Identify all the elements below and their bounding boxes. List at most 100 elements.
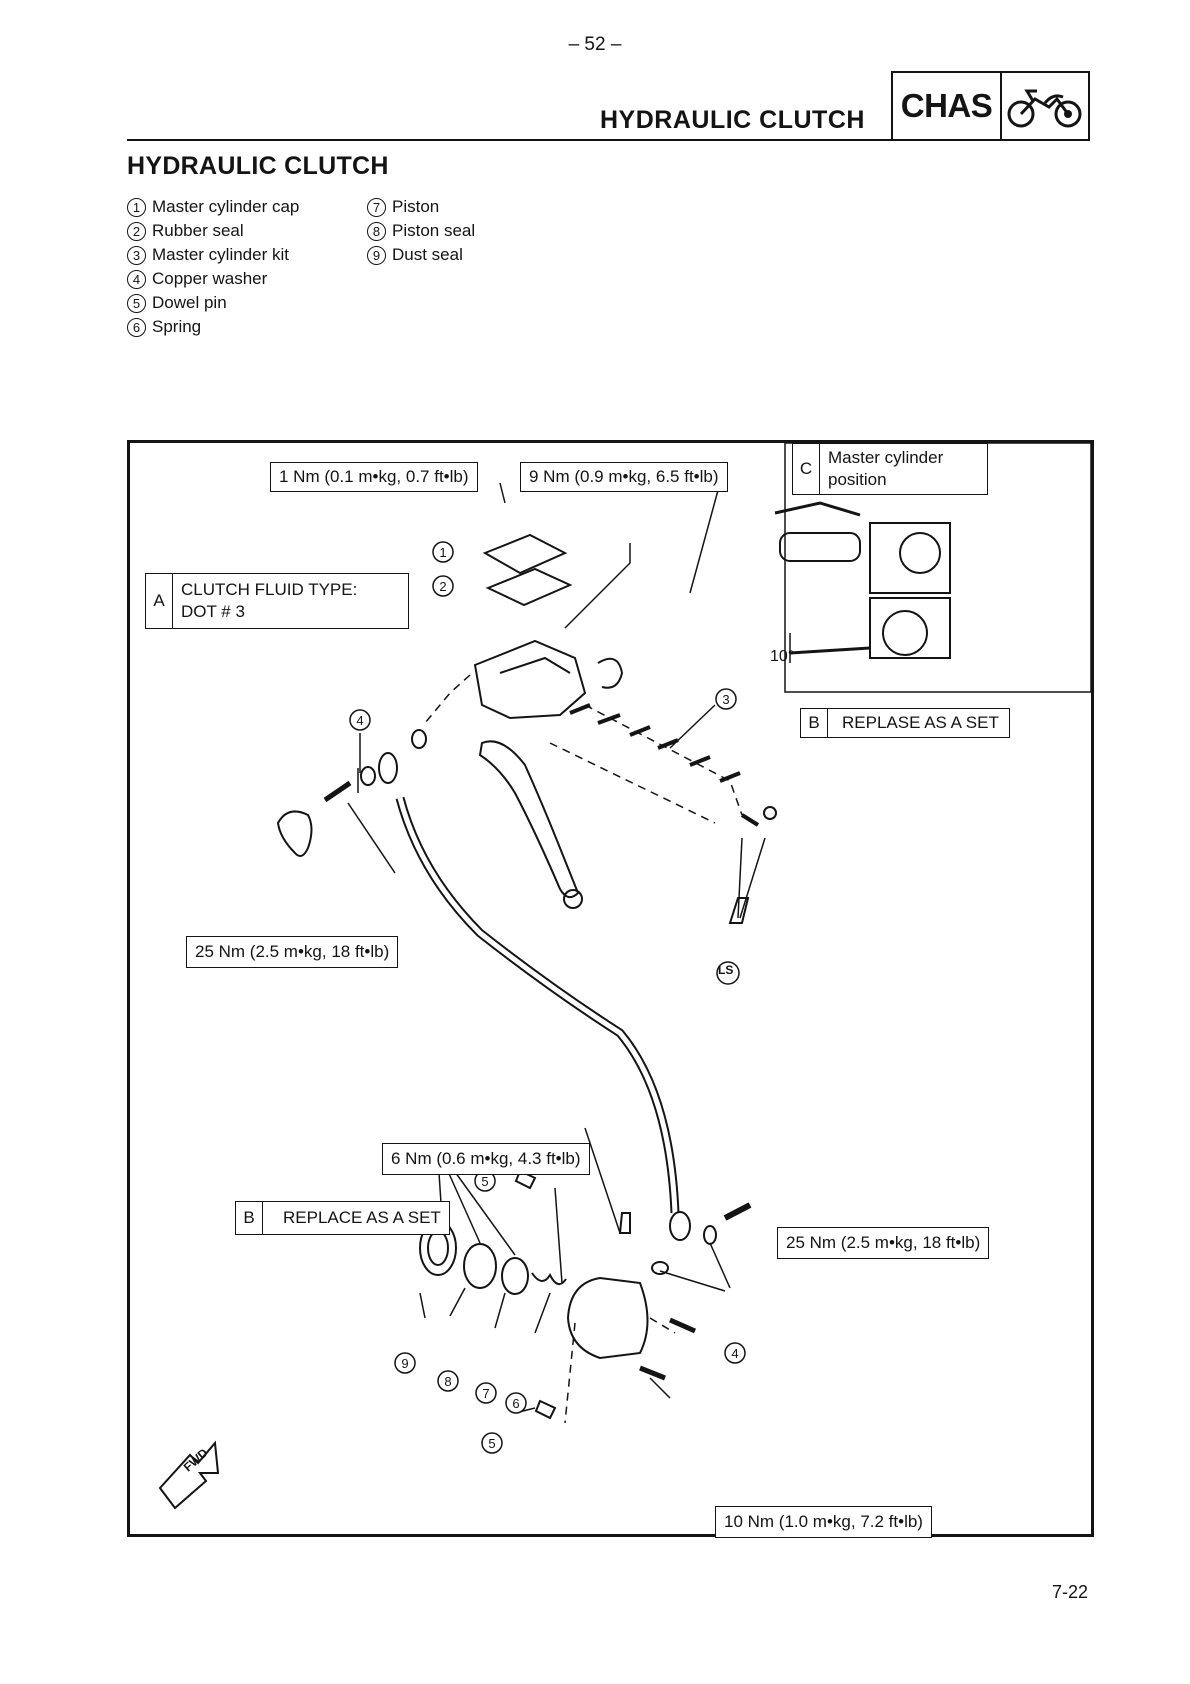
callout-5 — [481, 1432, 503, 1454]
spring — [531, 1272, 567, 1286]
clamp — [597, 657, 624, 689]
note-a: A CLUTCH FLUID TYPE: DOT # 3 — [145, 573, 409, 629]
motorcycle-icon — [1007, 89, 1082, 128]
note-text: REPLASE AS A SET — [842, 713, 999, 732]
legend-item: 9 Dust seal — [367, 243, 475, 267]
fwd-arrow-icon — [158, 1440, 220, 1510]
note-text: Master cylinder position — [828, 448, 944, 489]
svg-text:7: 7 — [482, 1386, 489, 1401]
angle-label: 10° — [770, 648, 795, 665]
master-cylinder-body — [473, 639, 587, 720]
legend-label: Piston — [392, 197, 440, 216]
chas-badge: CHAS — [891, 71, 1090, 141]
legend-label: Spring — [152, 317, 202, 336]
callout-number: 5 — [127, 293, 146, 313]
svg-text:1: 1 — [439, 545, 446, 560]
svg-text:2: 2 — [439, 579, 446, 594]
callout-8 — [437, 1370, 459, 1392]
lubricant-symbol — [716, 961, 740, 985]
lubricant-tube — [728, 897, 750, 924]
legend-label: Dowel pin — [152, 293, 227, 312]
torque-value: 25 Nm (2.5 m•kg, 18 ft•lb) — [786, 1233, 981, 1252]
svg-text:4: 4 — [731, 1346, 738, 1361]
callout-number: 6 — [127, 317, 146, 337]
note-text: REPLACE AS A SET — [283, 1208, 441, 1227]
legend-label: Rubber seal — [152, 221, 244, 240]
page-number: – 52 – — [568, 34, 622, 55]
rubber-seal — [485, 567, 573, 607]
dowel-pin — [514, 1169, 537, 1190]
header-rule — [127, 139, 1090, 141]
legend-label: Master cylinder kit — [152, 245, 289, 264]
callout-6 — [505, 1392, 527, 1414]
torque-value: 9 Nm (0.9 m•kg, 6.5 ft•lb) — [529, 467, 719, 486]
torque-value: 25 Nm (2.5 m•kg, 18 ft•lb) — [195, 942, 390, 961]
legend-item: 2 Rubber seal — [127, 219, 299, 243]
callout-3 — [715, 688, 737, 710]
note-c: C Master cylinder position — [792, 443, 988, 495]
legend-item: 4 Copper washer — [127, 267, 299, 291]
diagram-drawing: 1 2 4 3 5 4 9 8 7 6 5 — [158, 443, 1091, 1510]
legend-left: 1 Master cylinder cap 2 Rubber seal 3 Maste… — [127, 195, 299, 339]
master-cylinder-cap — [482, 533, 568, 575]
svg-text:5: 5 — [488, 1436, 495, 1451]
release-cylinder — [566, 1276, 649, 1360]
legend-item: 6 Spring — [127, 315, 299, 339]
callout-9 — [394, 1352, 416, 1374]
section-title: HYDRAULIC CLUTCH — [127, 152, 389, 180]
svg-text:6: 6 — [512, 1396, 519, 1411]
legend-label: Dust seal — [392, 245, 463, 264]
piston-seal — [463, 1243, 497, 1289]
svg-text:8: 8 — [444, 1374, 451, 1389]
callout-number: 3 — [127, 245, 146, 265]
callout-1 — [432, 541, 454, 563]
fluid-type-label: CLUTCH FLUID TYPE: — [181, 580, 358, 599]
note-tag: B — [801, 709, 828, 737]
legend-item: 1 Master cylinder cap — [127, 195, 299, 219]
note-tag: A — [146, 574, 173, 628]
legend-right: 7 Piston 8 Piston seal 9 Dust seal — [367, 195, 475, 267]
piston — [501, 1257, 529, 1295]
note-b-top: B REPLASE AS A SET — [800, 708, 1010, 738]
legend-item: 7 Piston — [367, 195, 475, 219]
torque-value: 10 Nm (1.0 m•kg, 7.2 ft•lb) — [724, 1512, 923, 1531]
legend-label: Piston seal — [392, 221, 476, 240]
svg-text:9: 9 — [401, 1356, 408, 1371]
bleed-screw — [618, 1212, 631, 1234]
fluid-type-value: DOT # 3 — [181, 602, 245, 621]
torque-bleed-screw: 6 Nm (0.6 m•kg, 4.3 ft•lb) — [382, 1143, 590, 1175]
legend-item: 5 Dowel pin — [127, 291, 299, 315]
legend-item: 3 Master cylinder kit — [127, 243, 299, 267]
callout-4 — [724, 1342, 746, 1364]
lubricant-label: LS — [718, 963, 734, 977]
header-title: HYDRAULIC CLUTCH — [600, 106, 865, 134]
note-tag: C — [793, 444, 820, 494]
torque-union-bolt-bottom: 25 Nm (2.5 m•kg, 18 ft•lb) — [777, 1227, 990, 1259]
callout-7 — [475, 1382, 497, 1404]
exploded-diagram: 1 2 4 3 5 4 9 8 7 6 5 10° LS FWD 1 Nm (0… — [127, 440, 1094, 1538]
legend-item: 8 Piston seal — [367, 219, 475, 243]
torque-clamp-bolt: 9 Nm (0.9 m•kg, 6.5 ft•lb) — [520, 462, 728, 492]
torque-value: 1 Nm (0.1 m•kg, 0.7 ft•lb) — [279, 467, 469, 486]
rubber-boot — [276, 810, 313, 858]
note-tag: B — [236, 1202, 263, 1234]
callout-number: 7 — [367, 197, 386, 217]
note-b-bottom: B REPLACE AS A SET — [235, 1201, 450, 1235]
torque-cap-screw: 1 Nm (0.1 m•kg, 0.7 ft•lb) — [270, 462, 478, 492]
page-reference: 7-22 — [1052, 1582, 1089, 1602]
callout-number: 2 — [127, 221, 146, 241]
callout-4 — [349, 709, 371, 731]
svg-text:3: 3 — [722, 692, 729, 707]
callout-number: 1 — [127, 197, 146, 217]
legend-label: Copper washer — [152, 269, 268, 288]
callout-number: 4 — [127, 269, 146, 289]
legend-label: Master cylinder cap — [152, 197, 300, 216]
svg-text:5: 5 — [481, 1174, 488, 1189]
torque-union-bolt-top: 25 Nm (2.5 m•kg, 18 ft•lb) — [186, 936, 399, 968]
callout-number: 8 — [367, 221, 386, 241]
callout-number: 9 — [367, 245, 386, 265]
callout-2 — [432, 575, 454, 597]
svg-text:4: 4 — [356, 713, 363, 728]
clutch-lever — [478, 740, 580, 899]
dowel-pin — [534, 1399, 557, 1420]
